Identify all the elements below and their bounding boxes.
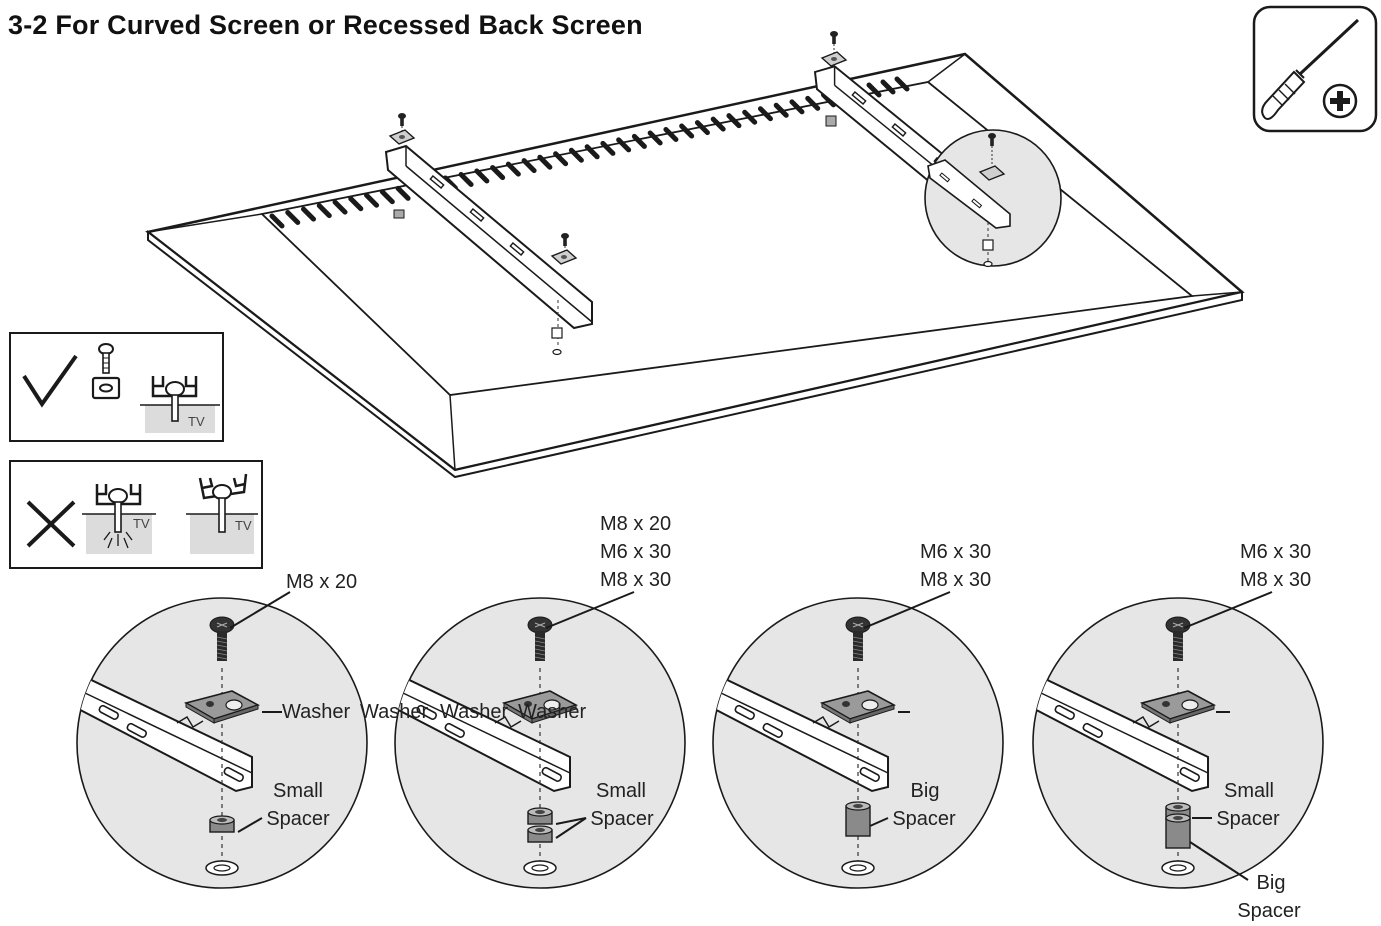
vent-slot xyxy=(647,130,663,146)
spacer-label-line-2: Spacer xyxy=(892,808,956,830)
left-bracket xyxy=(385,113,593,356)
detail-circle-2 xyxy=(394,591,686,889)
vent-slot xyxy=(710,116,726,132)
bolt-size-label: M8 x 30 xyxy=(920,569,992,591)
washer-label: Washer xyxy=(282,701,351,723)
bolt-size-label: M6 x 30 xyxy=(920,541,992,563)
washer-label: Washer xyxy=(360,701,429,723)
vent-slot xyxy=(332,199,348,215)
tv-label: TV xyxy=(188,414,205,429)
vent-slot xyxy=(505,161,521,177)
vent-slot xyxy=(364,192,380,208)
vent-slot xyxy=(537,154,553,170)
vent-slot xyxy=(616,137,632,153)
vent-slot xyxy=(474,168,490,184)
bolt-size-label: M6 x 30 xyxy=(1240,541,1312,563)
spacer-label-line-2: Spacer xyxy=(1216,808,1280,830)
vent-slot xyxy=(553,151,569,167)
correct-installation-panel: TV xyxy=(9,332,224,442)
vent-slot xyxy=(490,165,506,181)
bolt-size-label: M6 x 30 xyxy=(600,541,672,563)
big-spacer-label-line-1: Big xyxy=(1256,872,1286,894)
vent-slot xyxy=(866,82,882,98)
vent-slot xyxy=(894,76,910,92)
vent-slot xyxy=(584,144,600,160)
tv-back-illustration xyxy=(145,31,1245,479)
detail-circle-4 xyxy=(1032,591,1324,889)
vent-slot xyxy=(880,79,896,95)
vent-slot xyxy=(757,106,773,122)
bolt-size-label: M8 x 20 xyxy=(286,571,358,593)
vent-slot xyxy=(679,123,695,139)
detail-circles xyxy=(76,591,1324,889)
vent-slot xyxy=(568,147,584,163)
spacer-label-line-2: Spacer xyxy=(590,808,654,830)
vent-slot xyxy=(742,109,758,125)
vent-slot xyxy=(631,133,647,149)
washer-label: Washer xyxy=(518,701,587,723)
page-title: 3-2 For Curved Screen or Recessed Back S… xyxy=(8,10,643,40)
big-spacer-label-line-2: Spacer xyxy=(1237,900,1301,922)
check-mark-icon xyxy=(22,354,78,408)
spacer-label-line-1: Big xyxy=(910,780,940,802)
bolt-size-label: M8 x 20 xyxy=(600,513,672,535)
right-bracket xyxy=(814,31,1062,268)
vent-slot xyxy=(285,210,301,226)
tv-label: TV xyxy=(133,516,150,531)
bolt-size-label: M8 x 30 xyxy=(1240,569,1312,591)
vent-slot xyxy=(395,185,411,201)
vent-slot xyxy=(600,140,616,156)
tv-label: TV xyxy=(235,518,252,533)
spacer-label-line-1: Small xyxy=(272,780,323,802)
bolt-size-label: M8 x 30 xyxy=(600,569,672,591)
vent-slot xyxy=(301,206,317,222)
vent-slot xyxy=(663,127,679,143)
spacer-label-line-1: Small xyxy=(1223,780,1274,802)
detail-circle-1 xyxy=(76,591,368,889)
vent-slot xyxy=(458,171,474,187)
vent-slot xyxy=(789,99,805,115)
incorrect-installation-panel: TV TV xyxy=(9,460,263,569)
vent-slot xyxy=(348,196,364,212)
vent-slot xyxy=(269,213,285,229)
spacer-label-line-2: Spacer xyxy=(266,808,330,830)
vent-slot xyxy=(694,120,710,136)
phillips-screwdriver-icon xyxy=(1252,5,1378,133)
cross-mark-icon xyxy=(26,500,76,548)
vent-slot xyxy=(379,189,395,205)
vent-slot xyxy=(316,203,332,219)
vent-slot xyxy=(805,95,821,111)
detail-callout-circle xyxy=(924,129,1062,267)
detail-circle-3 xyxy=(712,591,1004,889)
vent-slot xyxy=(726,113,742,129)
spacer-label-line-1: Small xyxy=(595,780,646,802)
washer-label: Washer xyxy=(440,701,509,723)
vent-slot xyxy=(521,158,537,174)
vent-slot xyxy=(773,102,789,118)
